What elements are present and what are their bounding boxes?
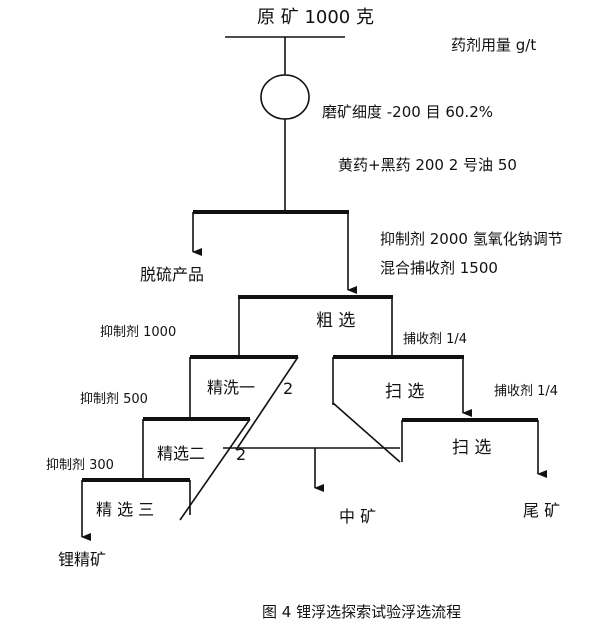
cleaner2-count: 2 [236,445,247,464]
concentrate-label: 锂精矿 [58,550,107,569]
cleaner2-label: 精选二 [157,444,206,463]
desulfur-product-label: 脱硫产品 [140,265,205,284]
rougher-label: 粗 选 [316,311,356,331]
grinding-fineness-label: 磨矿细度 -200 目 60.2% [322,103,493,121]
tailings-label: 尾 矿 [523,501,561,520]
ore-feed-label: 原 矿 1000 克 [257,7,374,28]
cleaner1-tail-line [235,356,299,451]
scavenger1-label: 扫 选 [385,382,425,402]
reagent-unit-label: 药剂用量 g/t [451,36,537,54]
cleaner2-reagent: 抑制剂 500 [80,392,148,407]
scavenger2-label: 扫 选 [452,438,492,458]
cleaner1-label: 精洗一 [207,378,256,397]
scavenger1-reagent: 捕收剂 1/4 [403,332,468,347]
figure-caption: 图 4 锂浮选探索试验浮选流程 [262,603,462,621]
middlings-diagonal [332,402,401,463]
cleaner1-count: 2 [283,379,294,398]
scavenger2-reagent: 捕收剂 1/4 [494,384,559,399]
rougher-reagent-line1: 抑制剂 2000 氢氧化钠调节 [380,230,563,248]
rougher-reagent-line2: 混合捕收剂 1500 [380,259,498,277]
cleaner3-label: 精 选 三 [96,500,155,519]
grinding-mill [260,74,310,120]
cleaner3-reagent: 抑制剂 300 [46,458,114,473]
middlings-label: 中 矿 [339,507,377,526]
cleaner2-tail-line [179,418,251,521]
desulfur-reagent-label: 黄药+黑药 200 2 号油 50 [338,156,517,174]
cleaner1-reagent: 抑制剂 1000 [100,325,177,340]
